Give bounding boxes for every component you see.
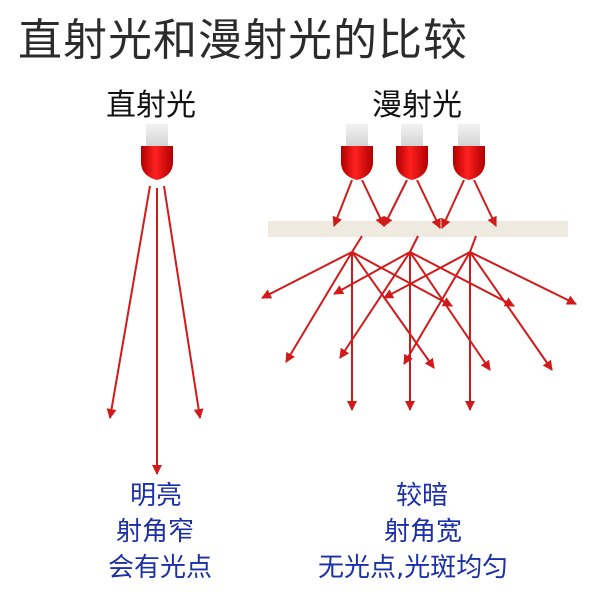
diffuse-led-3 bbox=[453, 124, 485, 180]
led-bulb bbox=[453, 146, 485, 180]
scattered-ray bbox=[339, 251, 411, 359]
direct-led bbox=[141, 124, 173, 180]
scattered-ray bbox=[351, 251, 453, 307]
led-bulb bbox=[141, 146, 173, 180]
diffuse-light-caption: 较暗 射角宽 无光点,光斑均匀 bbox=[318, 478, 508, 586]
scattered-ray bbox=[469, 251, 553, 371]
caption-line: 较暗 bbox=[396, 481, 449, 511]
scattered-ray bbox=[409, 251, 515, 307]
incident-ray bbox=[361, 179, 385, 227]
led-base bbox=[458, 124, 480, 146]
direct-light-label: 直射光 bbox=[106, 88, 196, 123]
incident-ray bbox=[383, 179, 408, 227]
diffuse-led-2 bbox=[396, 124, 428, 180]
incident-ray bbox=[332, 179, 353, 227]
scattered-ray bbox=[403, 251, 471, 365]
incident-ray bbox=[441, 179, 465, 229]
incident-ray bbox=[473, 179, 497, 227]
scattered-ray bbox=[409, 251, 491, 371]
diffuser-plate bbox=[268, 221, 568, 237]
caption-line: 会有光点 bbox=[108, 553, 213, 583]
incident-rays bbox=[332, 179, 497, 229]
caption-line: 明亮 bbox=[130, 481, 183, 511]
led-base bbox=[346, 124, 368, 146]
scattered-ray bbox=[285, 251, 353, 363]
scattered-rays bbox=[261, 235, 577, 411]
scatter-stem bbox=[469, 235, 477, 253]
led-base bbox=[401, 124, 423, 146]
direct-ray-left bbox=[106, 185, 151, 419]
led-base bbox=[146, 124, 168, 146]
caption-line: 无光点,光斑均匀 bbox=[318, 553, 509, 583]
direct-rays bbox=[106, 185, 204, 475]
direct-ray-right bbox=[163, 185, 204, 419]
scattered-ray bbox=[333, 251, 411, 295]
scattered-ray bbox=[383, 251, 471, 299]
led-bulb bbox=[396, 146, 428, 180]
diffuse-light-label: 漫射光 bbox=[372, 88, 462, 123]
scattered-ray bbox=[469, 251, 577, 305]
direct-light-caption: 明亮 射角窄 会有光点 bbox=[108, 478, 212, 586]
caption-line: 射角窄 bbox=[116, 517, 195, 547]
led-bulb bbox=[341, 146, 373, 180]
scattered-ray bbox=[351, 251, 435, 369]
scattered-ray bbox=[261, 251, 353, 299]
scatter-stem bbox=[351, 235, 363, 253]
diffuse-led-1 bbox=[341, 124, 373, 180]
incident-ray bbox=[416, 179, 441, 229]
scatter-stem bbox=[409, 235, 419, 253]
caption-line: 射角宽 bbox=[384, 517, 463, 547]
diagram-title: 直射光和漫射光的比较 bbox=[18, 15, 468, 66]
